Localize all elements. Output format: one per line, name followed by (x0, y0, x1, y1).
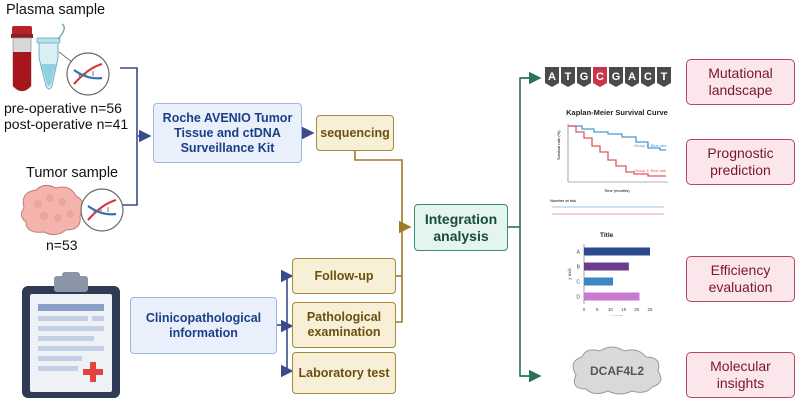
avenio-kit-box: Roche AVENIO Tumor Tissue and ctDNA Surv… (153, 103, 302, 163)
bar-B (584, 262, 629, 271)
bar-A (584, 247, 650, 256)
tube-cap-icon (12, 26, 32, 35)
km-risk-label: Number at risk (550, 198, 576, 203)
dna-magnifier-icon (80, 188, 124, 232)
kaplan-meier-plot: Survival rate (%) Time (months) Group 1:… (550, 124, 668, 215)
dna-letter-3: C (593, 67, 607, 87)
km-curve-group-2 (568, 125, 666, 177)
bar-C (584, 277, 614, 286)
tumor-sample-count: n=53 (46, 237, 78, 253)
gene-label: DCAF4L2 (590, 364, 644, 378)
bar-category-label: A (577, 250, 581, 256)
plasma-preoperative-count: pre-operative n=56 (4, 100, 122, 116)
bar-x-tick: 25 (647, 307, 653, 312)
protein-blob-icon (572, 346, 662, 395)
sequencing-box: sequencing (316, 115, 394, 151)
output-mutational-landscape: Mutational landscape (686, 59, 795, 105)
km-xlabel: Time (months) (604, 188, 630, 193)
bar-y-axis-label: y axis (567, 268, 572, 280)
tumor-tissue-icon (20, 184, 84, 236)
km-group1-label: Group 1: Blue rate (634, 143, 667, 148)
outputs-bracket-line (508, 71, 542, 383)
km-group2-label: Group 2: Red rate (634, 168, 667, 173)
bar-x-tick: 20 (634, 307, 640, 312)
sample-bracket-line (120, 67, 152, 206)
bar-chart: A B C D 0 5 10 15 20 25 x axis y axis (567, 244, 653, 316)
to-integration-lines (354, 151, 412, 323)
clinicopathological-box: Clinicopathological information (130, 297, 277, 354)
integration-analysis-box: Integration analysis (414, 204, 508, 251)
dna-magnifier-icon (66, 52, 110, 96)
dna-letter-6: C (641, 67, 655, 87)
bar-category-label: B (577, 265, 581, 271)
km-plot-title: Kaplan-Meier Survival Curve (566, 108, 668, 117)
tumor-tissue-illustration (20, 184, 124, 236)
bar-x-axis-label: x axis (611, 314, 623, 316)
bar-category-label: D (576, 295, 580, 301)
bar-x-tick: 15 (621, 307, 627, 312)
blood-tube-illustration (11, 23, 110, 96)
laboratory-test-box: Laboratory test (292, 352, 396, 394)
clipboard-illustration (22, 272, 120, 398)
bar-category-label: C (576, 280, 580, 286)
dna-letter-5: A (625, 67, 639, 87)
follow-up-box: Follow-up (292, 258, 396, 294)
output-prognostic-prediction: Prognostic prediction (686, 139, 795, 185)
output-efficiency-evaluation: Efficiency evaluation (686, 256, 795, 302)
bar-x-tick: 10 (608, 307, 614, 312)
pathological-examination-box: Pathological examination (292, 302, 396, 348)
plasma-sample-title: Plasma sample (6, 2, 106, 18)
dna-letter-2: G (577, 67, 591, 87)
dna-letter-0: A (545, 67, 559, 87)
km-curve-group-1 (568, 125, 666, 151)
clinical-bracket-line (277, 269, 294, 378)
bar-x-tick: 0 (583, 307, 586, 312)
bar-x-tick: 5 (596, 307, 599, 312)
dna-letter-4: G (609, 67, 623, 87)
dcaf4l2-protein-illustration: DCAF4L2 (572, 346, 662, 395)
dna-letter-7: T (657, 67, 671, 87)
km-ylabel: Survival rate (%) (556, 130, 561, 160)
bar-D (584, 292, 640, 301)
bar-chart-title: Title (600, 232, 614, 239)
output-molecular-insights: Molecular insights (686, 352, 795, 398)
dna-letter-1: T (561, 67, 575, 87)
plasma-postoperative-count: post-operative n=41 (4, 116, 129, 132)
tumor-sample-title: Tumor sample (26, 165, 119, 181)
